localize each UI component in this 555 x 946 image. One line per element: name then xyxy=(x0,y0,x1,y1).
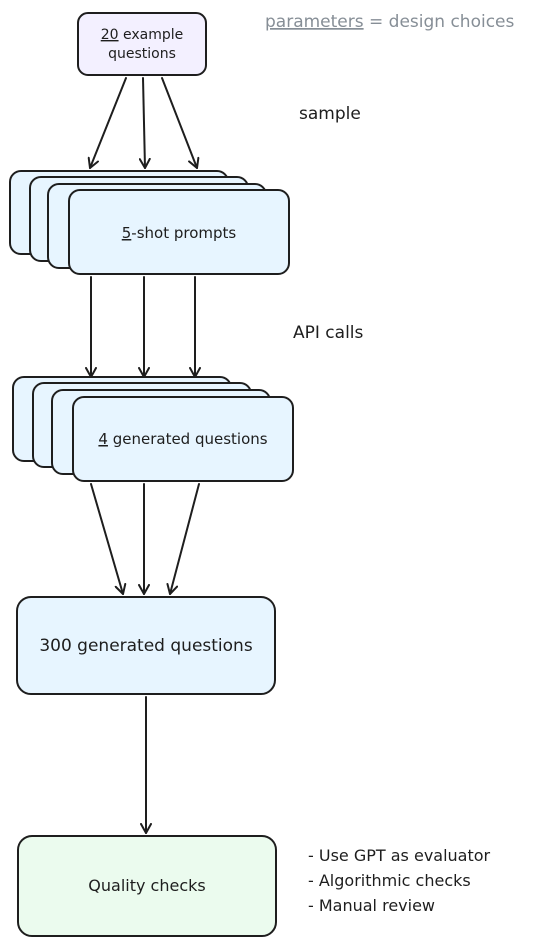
legend-param-word: parameters xyxy=(265,12,364,32)
edge-label-api: API calls xyxy=(293,323,364,343)
generated-count: 4 xyxy=(98,430,108,448)
node-pooled-questions: 300 generated questions xyxy=(16,596,276,695)
arrows-api xyxy=(85,276,201,378)
node-pooled-questions-label: 300 generated questions xyxy=(39,636,253,656)
example-label: example xyxy=(119,27,184,43)
node-quality-checks: Quality checks xyxy=(17,835,277,937)
legend-rest: = design choices xyxy=(364,12,515,32)
node-stack-prompts: 5-shot prompts xyxy=(9,170,290,275)
prompt-card-front xyxy=(68,189,290,275)
example-count: 20 xyxy=(101,27,119,43)
node-quality-checks-label: Quality checks xyxy=(88,876,205,895)
arrow-merge-3 xyxy=(166,483,200,595)
quality-list-item-2: - Algorithmic checks xyxy=(308,871,471,890)
node-pooled-questions-box xyxy=(16,596,276,695)
legend-text: parameters = design choices xyxy=(265,12,515,32)
prompt-card-label: 5-shot prompts xyxy=(122,224,237,242)
quality-list-item-3: - Manual review xyxy=(308,896,435,915)
arrow-sample-3 xyxy=(161,77,200,169)
shot-label: -shot prompts xyxy=(131,224,236,242)
legend: parameters = design choices xyxy=(265,12,515,32)
node-example-questions: 20 example questions xyxy=(77,12,207,76)
node-quality-checks-box xyxy=(17,835,277,937)
arrows-merge xyxy=(90,483,200,595)
node-example-questions-line2: questions xyxy=(108,46,176,62)
node-example-questions-box xyxy=(77,12,207,76)
node-stack-generated: 4 generated questions xyxy=(12,376,294,482)
generated-card-label: 4 generated questions xyxy=(98,430,267,448)
shot-count: 5 xyxy=(122,224,132,242)
quality-list-item-1: - Use GPT as evaluator xyxy=(308,846,491,865)
node-example-questions-line1: 20 example xyxy=(101,27,184,43)
edge-label-sample: sample xyxy=(299,104,361,124)
arrow-merge-1 xyxy=(90,483,127,595)
generated-label: generated questions xyxy=(108,430,268,448)
arrow-sample-2 xyxy=(138,77,151,169)
arrows-sample xyxy=(87,77,200,169)
generated-card-front xyxy=(72,396,294,482)
arrow-sample-1 xyxy=(87,77,127,169)
quality-checks-list: - Use GPT as evaluator - Algorithmic che… xyxy=(308,846,491,915)
